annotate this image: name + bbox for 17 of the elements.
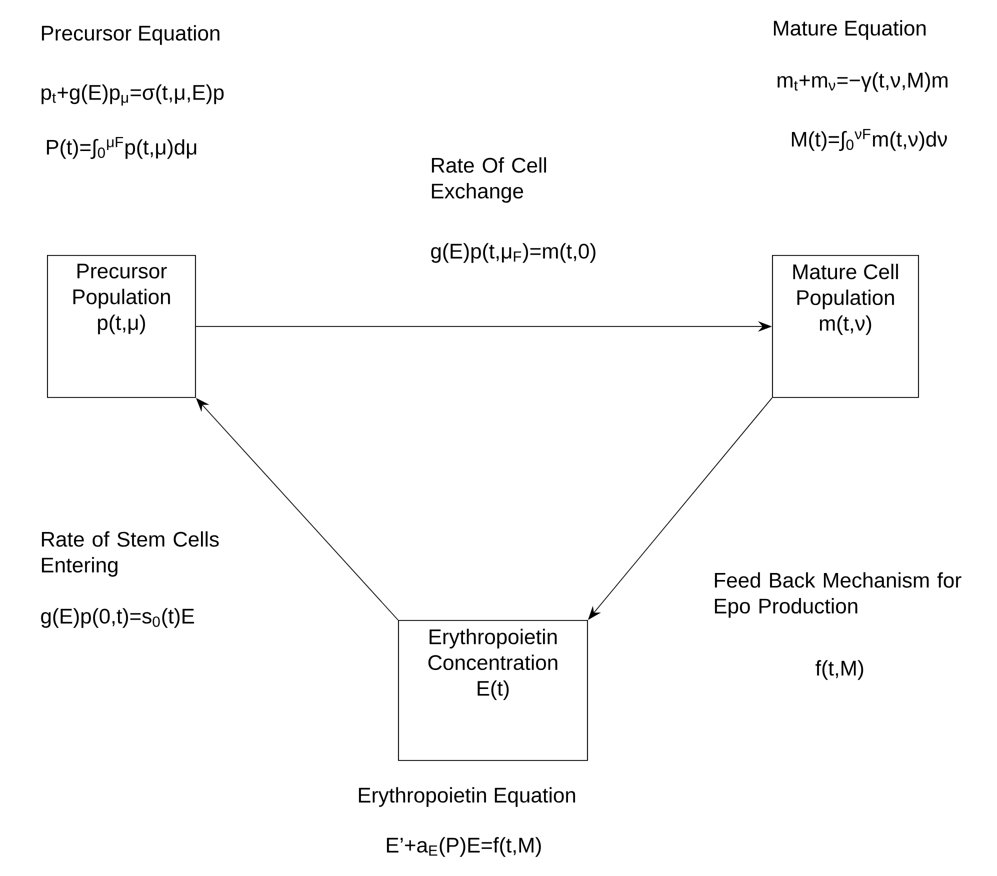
population-box: Erythropoietin Concentration E(t) [398,620,588,761]
equation: M(t)=∫$_{0}$$^{νF}$m(t,ν)dν [792,129,947,151]
equation: g(E)p(t,μ$_{F}$)=m(t,0) [431,243,596,263]
equation: p$_{t}$+g(E)p$_{μ}$=σ(t,μ,E)p [42,84,224,106]
population-box: Precursor Population p(t,μ) [47,255,196,398]
heading: Rate Of Cell Exchange [432,157,546,203]
heading: Feed Back Mechanism for Epo Production [714,572,962,618]
heading: Rate of Stem Cells Entering [42,531,219,577]
equation: E’+a$_{E}$(P)E=f(t,M) [386,837,541,857]
population-box: Mature Cell Population m(t,ν) [772,255,919,398]
equation: P(t)=∫$_{0}$$^{μF}$p(t,μ)dμ [46,137,196,159]
heading: Erythropoietin Equation [358,787,576,807]
equation: f(t,M) [816,660,864,680]
heading: Mature Equation [774,20,926,40]
heading: Precursor Equation [42,25,220,45]
equation: m$_{t}$+m$_{ν}$=−γ(t,ν,M)m [778,72,948,92]
equation: g(E)p(0,t)=s$_{0}$(t)E [41,608,194,628]
